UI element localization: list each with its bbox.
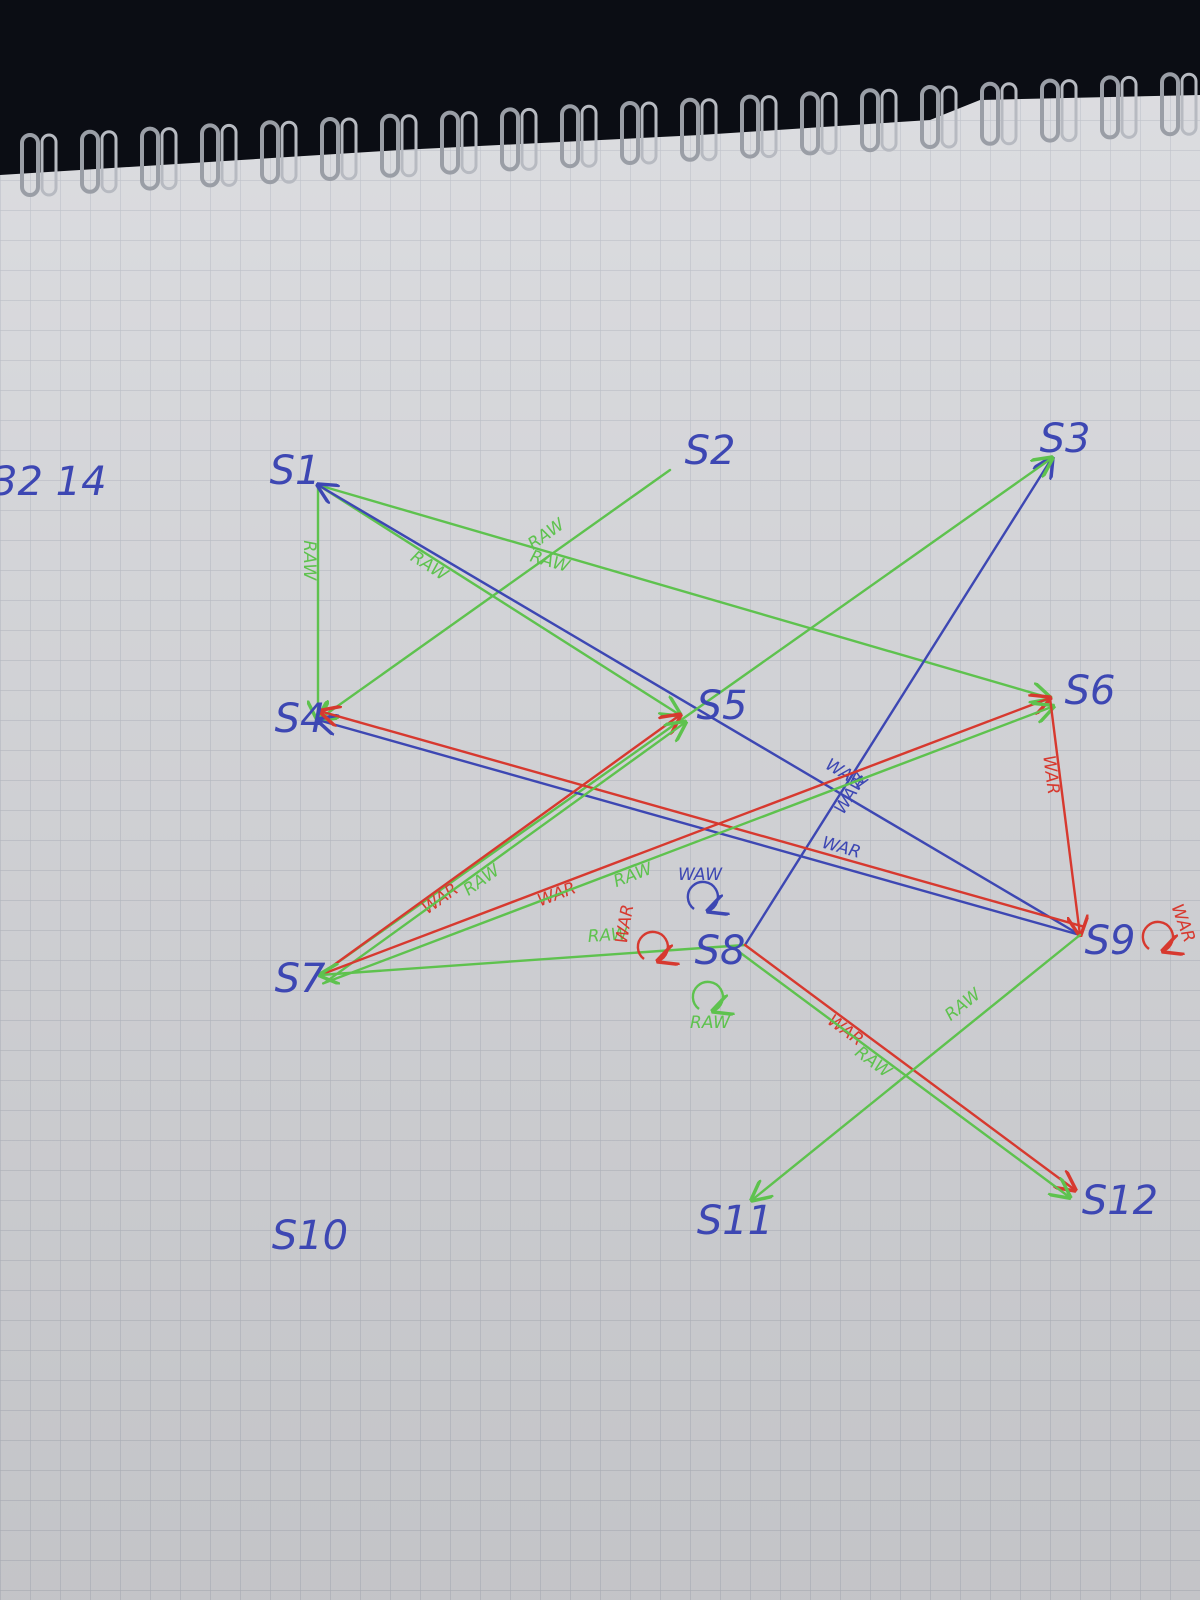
self-loop-label: WAW (678, 865, 723, 885)
node-s10: S10 (272, 1213, 348, 1259)
edge-s2-s4: RAW (318, 468, 672, 720)
node-s3: S3 (1040, 416, 1091, 462)
edge-label: RAW (851, 1042, 896, 1083)
edge-s9-s11: RAW (752, 933, 1082, 1200)
edge-label: RAW (407, 547, 452, 586)
edge-s7-s6: RAW (321, 706, 1053, 985)
node-s11: S11 (697, 1198, 773, 1244)
edge-label: RAW (941, 984, 986, 1025)
node-s9: S9 (1085, 918, 1136, 964)
self-loop-s8: RAW (690, 980, 731, 1033)
self-loop-label: WAR (1167, 901, 1199, 945)
edge-label: RAW (460, 860, 505, 900)
edge-s8-s12: WAR (743, 943, 1075, 1190)
node-s8: S8 (695, 928, 746, 974)
edges: RAWRAWRAWRAWWAWWAWWARWARRAWWARRAWWARRAWW… (299, 458, 1082, 1200)
edge-s7-s3 (318, 458, 1052, 977)
edge-s6-s9: WAR (1038, 696, 1080, 935)
edge-s8-s12: RAW (738, 951, 1070, 1197)
edge-s9-s4 (320, 711, 1084, 928)
edge-label: RAW (528, 547, 573, 578)
edge-label: RAW (587, 924, 629, 947)
self-loop-s8: WAW (678, 865, 723, 911)
node-s4: S4 (275, 696, 326, 742)
self-loop-label: RAW (690, 1013, 731, 1033)
node-s6: S6 (1065, 668, 1116, 714)
edge-s1-s4: RAW (299, 483, 319, 720)
edge-s8-s3: WAW (743, 458, 1052, 947)
corner-note: 32 14 (0, 459, 107, 505)
edge-label: RAW (611, 859, 657, 892)
edge-s1-s6: RAW (316, 483, 1050, 698)
binder-cover (0, 0, 1200, 175)
self-loop-s9: WAR (1141, 901, 1199, 951)
node-s12: S12 (1082, 1178, 1158, 1224)
self-loop-s8: WAR (612, 903, 668, 961)
node-s5: S5 (697, 683, 748, 729)
edge-label: WAR (1038, 754, 1063, 796)
edge-s7-s6: WAR (318, 698, 1050, 977)
self-loop-label: WAR (612, 903, 639, 945)
node-s1: S1 (270, 448, 321, 494)
edge-label: RAW (299, 540, 319, 581)
node-s2: S2 (685, 428, 736, 474)
spiral-binding (20, 72, 1198, 197)
node-s7: S7 (275, 956, 326, 1002)
